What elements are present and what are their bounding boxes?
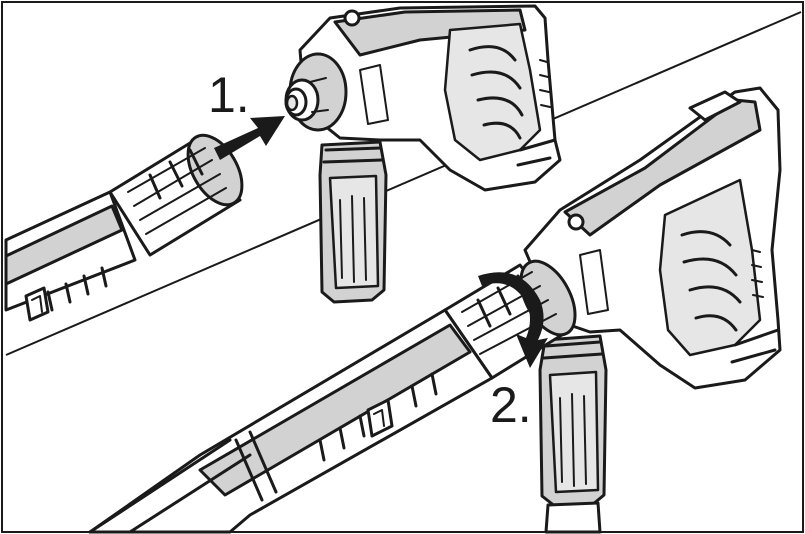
step-1-label: 1.: [208, 67, 250, 123]
insert-arrow: [214, 116, 285, 160]
step-2-label: 2.: [490, 377, 532, 433]
step-divider: [5, 11, 802, 356]
lance-1: [4, 190, 137, 322]
gun-2-handle: [538, 334, 608, 534]
gun-1-handle: [318, 140, 388, 304]
gun-1-body: [298, 4, 562, 192]
step-1-scene: 1.: [4, 4, 562, 322]
step-2-scene: 2.: [88, 86, 782, 534]
coupling-nut-2: [443, 259, 577, 380]
gun-2-body: [523, 86, 782, 390]
rotate-arrow: [478, 272, 548, 368]
gun-1-nozzle: [284, 52, 348, 132]
lance-2: [88, 308, 494, 534]
